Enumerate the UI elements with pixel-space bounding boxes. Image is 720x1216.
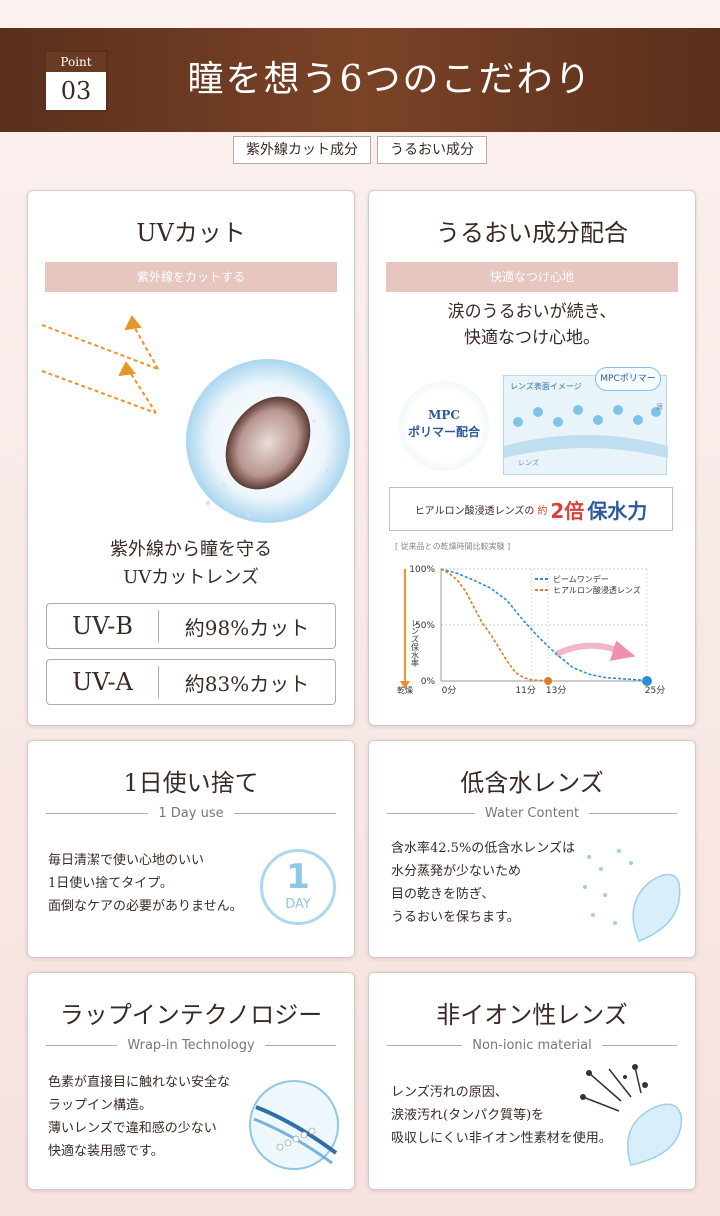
card-subtitle: Wrap-in Technology xyxy=(46,1038,336,1053)
card-wrap-in: ラップインテクノロジー Wrap-in Technology 色素が直接目に触れ… xyxy=(27,972,355,1190)
body-line: 快適な装用感です。 xyxy=(48,1144,164,1159)
trend-arrow xyxy=(555,642,624,657)
card-subtitle: 1 Day use xyxy=(46,806,336,821)
card-subtitle-text: Non-ionic material xyxy=(472,1038,592,1053)
card-uv-cut: UVカット 紫外線をカットする xyxy=(27,190,355,726)
tag-moist: うるおい成分 xyxy=(377,136,487,164)
x-tick-label: 13分 xyxy=(546,685,566,696)
y-tick-label: 100% xyxy=(409,565,435,575)
y-tick-label: 0% xyxy=(421,677,436,687)
lens-surface-image: レンズ表面イメージ 涙 レンズ xyxy=(503,375,668,475)
card-title: 低含水レンズ xyxy=(460,769,604,797)
card-body: 含水率42.5%の低含水レンズは 水分蒸発が少ないため 目の乾きを防ぎ、 うるお… xyxy=(391,837,575,929)
x-tick-label: 11分 xyxy=(515,685,535,696)
card-moisture: うるおい成分配合 快適なつけ心地 涙のうるおいが続き、 快適なつけ心地。 MPC… xyxy=(368,190,696,726)
uv-a-value: 約83%カット xyxy=(184,671,310,696)
ribbon-text: ヒアルロン酸浸透レンズの xyxy=(414,505,535,517)
body-line: 毎日清潔で使い心地のいい xyxy=(48,853,205,868)
body-line: 吸収しにくい非イオン性素材を使用。 xyxy=(391,1131,612,1146)
uv-b-row: UV-B 約98%カット xyxy=(46,603,336,649)
chart-note: [ 従来品との乾燥時間比較実験 ] xyxy=(395,542,511,551)
repel-dirt-lens-icon xyxy=(580,1064,682,1166)
card-subtitle: Non-ionic material xyxy=(387,1038,677,1053)
contact-lens-mist-icon xyxy=(583,849,681,942)
uv-a-label: UV-A xyxy=(47,666,159,698)
body-line: 涙液汚れ(タンパク質等)を xyxy=(391,1108,545,1123)
card-water-content: 低含水レンズ Water Content 含水率42.5%の低含水レンズは 水分… xyxy=(368,740,696,958)
card-title: ラップインテクノロジー xyxy=(59,1001,323,1029)
card-title: UVカット xyxy=(136,219,246,247)
y-axis-bottom-label: 乾燥 xyxy=(397,685,413,695)
body-line: レンズ汚れの原因、 xyxy=(391,1085,508,1100)
mpc-circle-line2: ポリマー配合 xyxy=(407,425,480,439)
y-axis-label: レンズ保水率 xyxy=(411,619,420,668)
card-subtitle-text: 1 Day use xyxy=(158,806,224,821)
tag-uv: 紫外線カット成分 xyxy=(233,136,371,164)
one-day-icon: 1 DAY xyxy=(260,849,336,925)
point-badge: Point 03 xyxy=(44,50,108,112)
ribbon-suffix: 保水力 xyxy=(587,498,648,523)
body-line: 1日使い捨てタイプ。 xyxy=(48,876,173,891)
ylabel-arrow-head xyxy=(400,681,410,689)
y-tick-label: 50% xyxy=(415,621,435,631)
uv-b-label: UV-B xyxy=(47,610,159,642)
x-tick-label: 0分 xyxy=(442,685,457,696)
uv-caption-line2: UVカットレンズ xyxy=(123,567,259,588)
lens-surface-graphic xyxy=(504,405,668,458)
one-day-icon-word: DAY xyxy=(285,897,311,912)
card-body: 色素が直接目に触れない安全な ラップイン構造。 薄いレンズで違和感の少ない 快適… xyxy=(48,1071,230,1163)
body-line: 面倒なケアの必要がありません。 xyxy=(48,899,243,914)
card-title: うるおい成分配合 xyxy=(436,219,628,247)
card-subtitle-text: Water Content xyxy=(484,806,580,821)
card-title: 非イオン性レンズ xyxy=(436,1001,628,1029)
series-line xyxy=(440,568,648,682)
body-line: 色素が直接目に触れない安全な xyxy=(48,1075,231,1090)
water-retention-ribbon: ヒアルロン酸浸透レンズの 約 2倍 保水力 xyxy=(389,487,673,531)
body-line: 薄いレンズで違和感の少ない xyxy=(48,1121,217,1136)
lens-bottom-label: レンズ xyxy=(518,459,539,467)
body-line: 水分蒸発が少ないため xyxy=(391,864,522,879)
mpc-polymer-circle: MPC ポリマー配合 xyxy=(399,381,489,471)
card-body: 毎日清潔で使い心地のいい 1日使い捨てタイプ。 面倒なケアの必要がありません。 xyxy=(48,849,243,918)
card-non-ionic: 非イオン性レンズ Non-ionic material レンズ汚れの原因、 涙液… xyxy=(368,972,696,1190)
ribbon-number: 2倍 xyxy=(550,498,585,523)
wrap-in-cross-section-icon xyxy=(249,1080,339,1170)
card-subtitle: Water Content xyxy=(387,806,677,821)
point-number: 03 xyxy=(60,77,92,105)
uv-caption-line1: 紫外線から瞳を守る xyxy=(110,539,272,560)
series-end-point xyxy=(544,677,553,685)
card-subtitle-text: Wrap-in Technology xyxy=(127,1038,255,1053)
one-day-icon-number: 1 xyxy=(286,857,310,897)
tag-list: 紫外線カット成分 うるおい成分 xyxy=(0,136,720,164)
body-line: 目の乾きを防ぎ、 xyxy=(391,887,495,902)
legend-label: ビームワンデー xyxy=(553,574,609,584)
moist-lead-line1: 涙のうるおいが続き、 xyxy=(447,302,617,322)
body-line: うるおいを保ちます。 xyxy=(391,910,520,925)
moist-lead-line2: 快適なつけ心地。 xyxy=(464,328,600,348)
body-line: ラップイン構造。 xyxy=(48,1098,153,1113)
uv-a-row: UV-A 約83%カット xyxy=(46,659,336,705)
page-title: 瞳を想う6つのこだわり xyxy=(187,59,593,100)
legend-label: ヒアルロン酸浸透レンズ xyxy=(553,585,641,595)
card-body: レンズ汚れの原因、 涙液汚れ(タンパク質等)を 吸収しにくい非イオン性素材を使用… xyxy=(391,1081,612,1150)
card-one-day: 1日使い捨て 1 Day use 毎日清潔で使い心地のいい 1日使い捨てタイプ。… xyxy=(27,740,355,958)
card-subtitle-bar: 快適なつけ心地 xyxy=(386,262,678,292)
x-tick-label: 25分 xyxy=(645,685,665,696)
ribbon-prefix: 約 xyxy=(537,505,548,517)
point-label: Point xyxy=(46,52,106,72)
card-title: 1日使い捨て xyxy=(123,769,259,797)
trend-arrow-head xyxy=(609,640,636,661)
series-line xyxy=(440,568,549,682)
series-end-point xyxy=(642,676,652,686)
uv-b-value: 約98%カット xyxy=(184,615,310,640)
lens-side-label: 涙 xyxy=(656,403,663,411)
body-line: 含水率42.5%の低含水レンズは xyxy=(391,841,576,856)
mpc-circle-line1: MPC xyxy=(428,408,460,422)
lens-image-label: レンズ表面イメージ xyxy=(510,382,582,391)
card-subtitle-bar: 紫外線をカットする xyxy=(45,262,337,292)
uv-lens-illustration xyxy=(41,315,350,523)
mpc-polymer-bubble: MPCポリマー xyxy=(595,367,661,391)
header-banner: Point 03 瞳を想う6つのこだわり xyxy=(0,28,720,132)
